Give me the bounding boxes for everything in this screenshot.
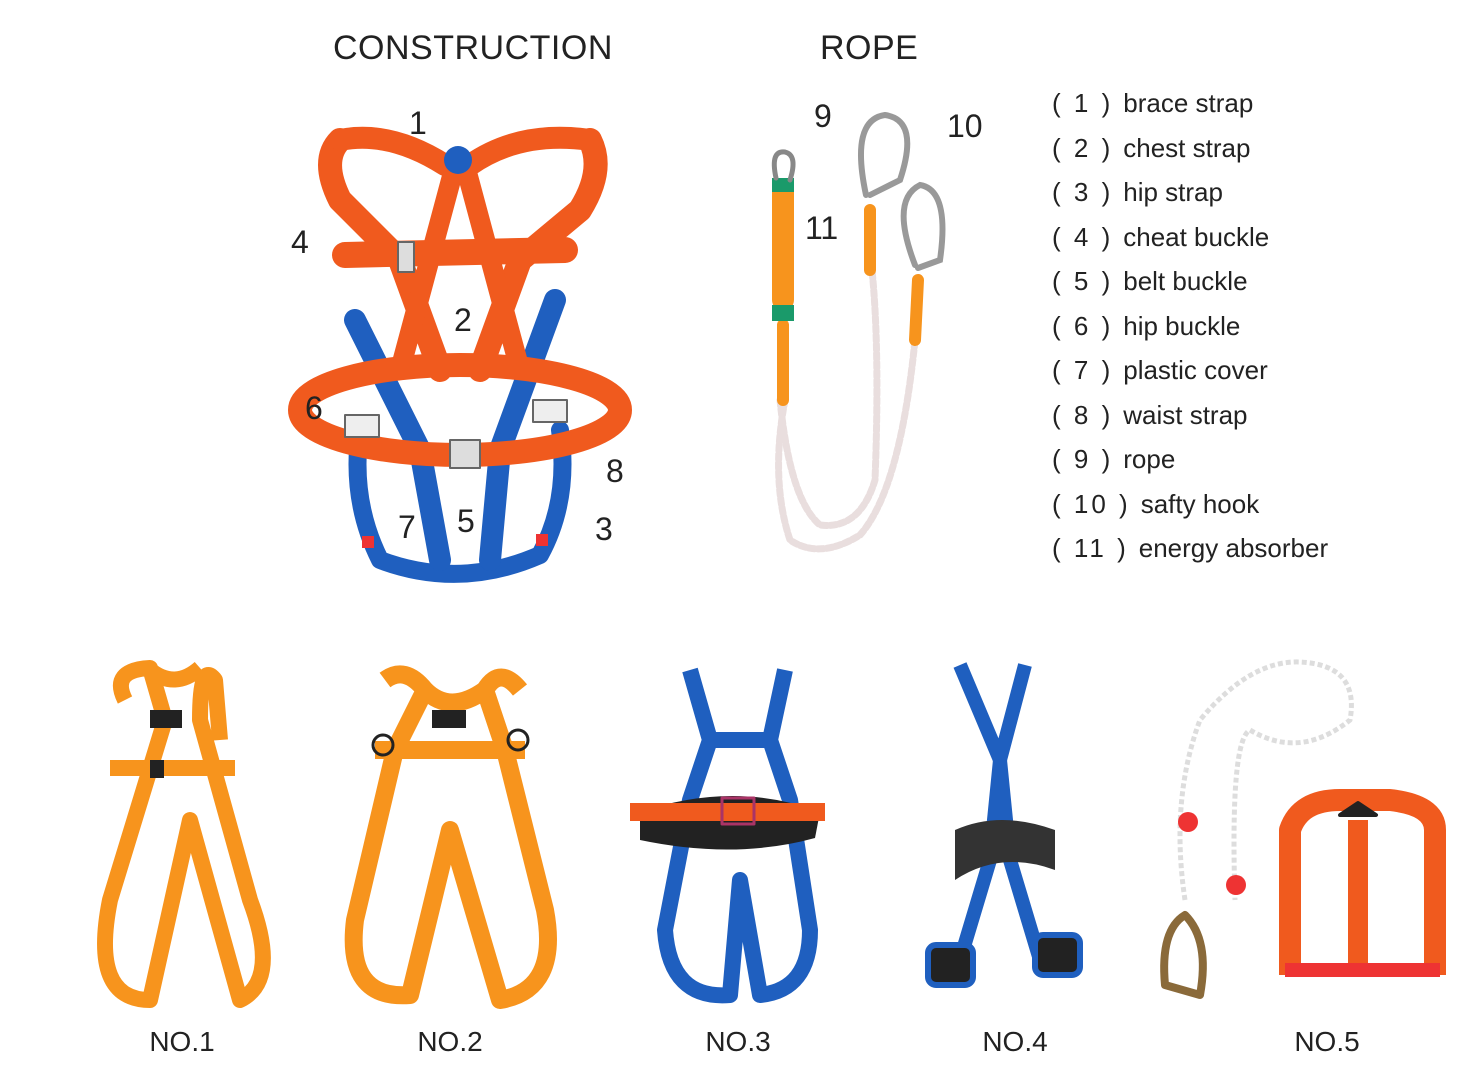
legend-index: ( 1 ) — [1052, 88, 1114, 118]
product-label-no2: NO.2 — [417, 1026, 483, 1057]
legend-index: ( 10 ) — [1052, 488, 1131, 519]
callout-2: 2 — [454, 302, 472, 338]
product-no4-image — [925, 662, 1083, 988]
legend-item: ( 3 ) hip strap — [1052, 175, 1328, 220]
product-no1-image — [97, 660, 271, 1008]
legend-label: rope — [1123, 444, 1176, 474]
product-label-no1: NO.1 — [149, 1026, 215, 1057]
rope-title: ROPE — [820, 29, 919, 67]
legend-label: brace strap — [1123, 88, 1254, 118]
legend-label: hip strap — [1123, 177, 1223, 207]
callout-10: 10 — [947, 108, 983, 144]
legend-item: ( 5 ) belt buckle — [1052, 264, 1328, 309]
legend-label: chest strap — [1123, 132, 1251, 163]
legend-label: cheat buckle — [1123, 221, 1270, 252]
legend-index: ( 11 ) — [1052, 533, 1129, 563]
product-label-no5: NO.5 — [1294, 1026, 1360, 1057]
legend-index: ( 6 ) — [1052, 310, 1114, 341]
legend-index: ( 9 ) — [1052, 444, 1114, 474]
callout-9: 9 — [814, 98, 832, 134]
product-no5-image — [1160, 659, 1446, 999]
legend-item: ( 8 ) waist strap — [1052, 398, 1328, 443]
rope-lanyard-image — [771, 111, 946, 553]
legend-index: ( 5 ) — [1052, 266, 1114, 296]
callout-7: 7 — [398, 509, 416, 545]
legend-index: ( 3 ) — [1052, 177, 1114, 207]
legend-label: hip buckle — [1123, 310, 1241, 341]
callout-6: 6 — [305, 390, 323, 426]
construction-title: CONSTRUCTION — [333, 29, 613, 67]
legend-item: ( 2 ) chest strap — [1052, 131, 1328, 176]
callout-4: 4 — [291, 224, 309, 260]
legend-index: ( 2 ) — [1052, 132, 1114, 163]
callout-5: 5 — [457, 503, 475, 539]
callout-8: 8 — [606, 453, 624, 489]
parts-legend: ( 1 ) brace strap ( 2 ) chest strap ( 3 ) h… — [1052, 86, 1328, 576]
legend-label: waist strap — [1123, 399, 1248, 430]
legend-item: ( 11 ) energy absorber — [1052, 531, 1328, 576]
legend-item: ( 4 ) cheat buckle — [1052, 220, 1328, 265]
legend-item: ( 6 ) hip buckle — [1052, 309, 1328, 354]
legend-label: plastic cover — [1123, 355, 1268, 385]
callout-3: 3 — [595, 511, 613, 547]
product-no2-image — [344, 665, 557, 1009]
callout-1: 1 — [409, 105, 427, 141]
legend-index: ( 4 ) — [1052, 221, 1114, 252]
legend-index: ( 7 ) — [1052, 355, 1114, 385]
legend-index: ( 8 ) — [1052, 399, 1114, 430]
product-label-no4: NO.4 — [982, 1026, 1048, 1057]
product-label-no3: NO.3 — [705, 1026, 771, 1057]
legend-label: belt buckle — [1123, 266, 1248, 296]
construction-harness-image — [288, 126, 632, 583]
legend-item: ( 7 ) plastic cover — [1052, 353, 1328, 398]
legend-item: ( 1 ) brace strap — [1052, 86, 1328, 131]
legend-label: safty hook — [1140, 488, 1260, 519]
legend-item: ( 10 ) safty hook — [1052, 487, 1328, 532]
legend-item: ( 9 ) rope — [1052, 442, 1328, 487]
legend-label: energy absorber — [1138, 533, 1329, 563]
callout-11: 11 — [805, 210, 839, 246]
product-no3-image — [630, 667, 825, 1004]
